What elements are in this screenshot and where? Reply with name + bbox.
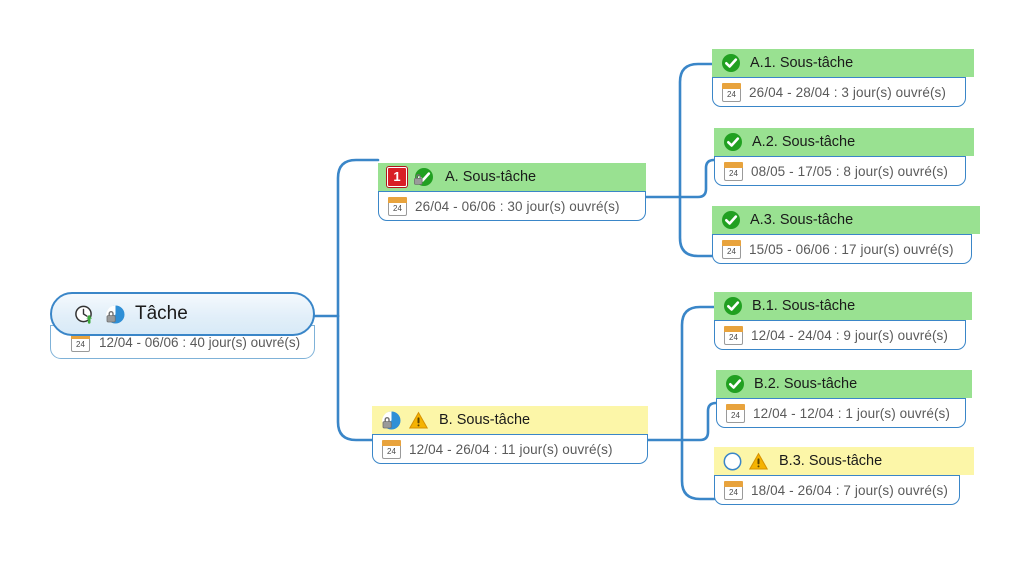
clock-arrow-icon <box>74 304 96 325</box>
ghost-artifact <box>722 524 952 550</box>
calendar-icon: 24 <box>724 325 743 345</box>
node-root[interactable]: Tâche 24 12/04 - 06/06 : 40 jour(s) ouvr… <box>50 292 315 359</box>
node-B1[interactable]: B.1. Sous-tâche 24 12/04 - 24/04 : 9 jou… <box>714 292 972 350</box>
root-dates: 12/04 - 06/06 : 40 jour(s) ouvré(s) <box>99 334 301 350</box>
node-A2-detail-row[interactable]: 24 08/05 - 17/05 : 8 jour(s) ouvré(s) <box>714 156 966 186</box>
node-A1-dates: 26/04 - 28/04 : 3 jour(s) ouvré(s) <box>749 84 946 100</box>
check-icon <box>725 374 745 394</box>
calendar-day-label: 24 <box>393 203 402 213</box>
node-A-dates: 26/04 - 06/06 : 30 jour(s) ouvré(s) <box>415 198 620 214</box>
node-A3-title-bar[interactable]: A.3. Sous-tâche <box>712 206 980 234</box>
node-A1-title-bar[interactable]: A.1. Sous-tâche <box>712 49 974 77</box>
calendar-day-label: 24 <box>76 339 85 349</box>
calendar-icon: 24 <box>388 196 407 216</box>
node-B-dates: 12/04 - 26/04 : 11 jour(s) ouvré(s) <box>409 441 613 457</box>
calendar-icon: 24 <box>382 439 401 459</box>
check-icon <box>721 210 741 230</box>
node-A3-dates: 15/05 - 06/06 : 17 jour(s) ouvré(s) <box>749 241 954 257</box>
node-B-detail-row[interactable]: 24 12/04 - 26/04 : 11 jour(s) ouvré(s) <box>372 434 648 464</box>
pie-chart-lock-icon <box>381 410 402 431</box>
node-B-title-bar[interactable]: B. Sous-tâche <box>372 406 648 434</box>
node-B2[interactable]: B.2. Sous-tâche 24 12/04 - 12/04 : 1 jou… <box>716 370 972 428</box>
node-A-detail-row[interactable]: 24 26/04 - 06/06 : 30 jour(s) ouvré(s) <box>378 191 646 221</box>
root-title-bar[interactable]: Tâche <box>50 292 315 336</box>
node-A2[interactable]: A.2. Sous-tâche 24 08/05 - 17/05 : 8 jou… <box>714 128 974 186</box>
warning-icon <box>748 452 769 471</box>
node-A1-label: A.1. Sous-tâche <box>750 55 854 71</box>
calendar-day-label: 24 <box>729 332 738 342</box>
calendar-day-label: 24 <box>727 89 736 99</box>
calendar-day-label: 24 <box>729 487 738 497</box>
node-B3[interactable]: B.3. Sous-tâche 24 18/04 - 26/04 : 7 jou… <box>714 447 974 505</box>
calendar-icon: 24 <box>722 239 741 259</box>
calendar-day-label: 24 <box>727 246 736 256</box>
node-B1-title-bar[interactable]: B.1. Sous-tâche <box>714 292 972 320</box>
warning-icon <box>408 411 429 430</box>
node-B3-title-bar[interactable]: B.3. Sous-tâche <box>714 447 974 475</box>
root-label: Tâche <box>135 303 188 324</box>
check-icon <box>723 296 743 316</box>
node-A2-dates: 08/05 - 17/05 : 8 jour(s) ouvré(s) <box>751 163 948 179</box>
check-lock-icon <box>414 167 434 187</box>
node-A2-label: A.2. Sous-tâche <box>752 134 856 150</box>
calendar-icon: 24 <box>726 403 745 423</box>
node-A2-title-bar[interactable]: A.2. Sous-tâche <box>714 128 974 156</box>
node-A-title-bar[interactable]: 1 A. Sous-tâche <box>378 163 646 191</box>
node-B3-dates: 18/04 - 26/04 : 7 jour(s) ouvré(s) <box>751 482 948 498</box>
calendar-day-label: 24 <box>387 446 396 456</box>
calendar-icon: 24 <box>722 82 741 102</box>
calendar-icon: 24 <box>724 161 743 181</box>
node-B-label: B. Sous-tâche <box>439 412 531 428</box>
calendar-day-label: 24 <box>729 168 738 178</box>
node-B3-detail-row[interactable]: 24 18/04 - 26/04 : 7 jour(s) ouvré(s) <box>714 475 960 505</box>
node-A3-detail-row[interactable]: 24 15/05 - 06/06 : 17 jour(s) ouvré(s) <box>712 234 972 264</box>
node-A3-label: A.3. Sous-tâche <box>750 212 854 228</box>
node-B1-dates: 12/04 - 24/04 : 9 jour(s) ouvré(s) <box>751 327 948 343</box>
node-B1-label: B.1. Sous-tâche <box>752 298 856 314</box>
check-icon <box>721 53 741 73</box>
calendar-icon: 24 <box>724 480 743 500</box>
node-A[interactable]: 1 A. Sous-tâche 24 26/04 - 06/06 : 30 jo… <box>378 163 646 221</box>
calendar-day-label: 24 <box>731 410 740 420</box>
node-B2-label: B.2. Sous-tâche <box>754 376 858 392</box>
priority-1-icon: 1 <box>387 167 407 187</box>
node-A1[interactable]: A.1. Sous-tâche 24 26/04 - 28/04 : 3 jou… <box>712 49 974 107</box>
node-A3[interactable]: A.3. Sous-tâche 24 15/05 - 06/06 : 17 jo… <box>712 206 980 264</box>
node-B2-detail-row[interactable]: 24 12/04 - 12/04 : 1 jour(s) ouvré(s) <box>716 398 966 428</box>
pie-chart-lock-icon <box>105 304 126 325</box>
check-icon <box>723 132 743 152</box>
node-B[interactable]: B. Sous-tâche 24 12/04 - 26/04 : 11 jour… <box>372 406 648 464</box>
node-B1-detail-row[interactable]: 24 12/04 - 24/04 : 9 jour(s) ouvré(s) <box>714 320 966 350</box>
node-A-label: A. Sous-tâche <box>445 169 537 185</box>
node-B2-dates: 12/04 - 12/04 : 1 jour(s) ouvré(s) <box>753 405 950 421</box>
empty-circle-icon <box>723 452 742 471</box>
node-B3-label: B.3. Sous-tâche <box>779 453 883 469</box>
node-B2-title-bar[interactable]: B.2. Sous-tâche <box>716 370 972 398</box>
node-A1-detail-row[interactable]: 24 26/04 - 28/04 : 3 jour(s) ouvré(s) <box>712 77 966 107</box>
